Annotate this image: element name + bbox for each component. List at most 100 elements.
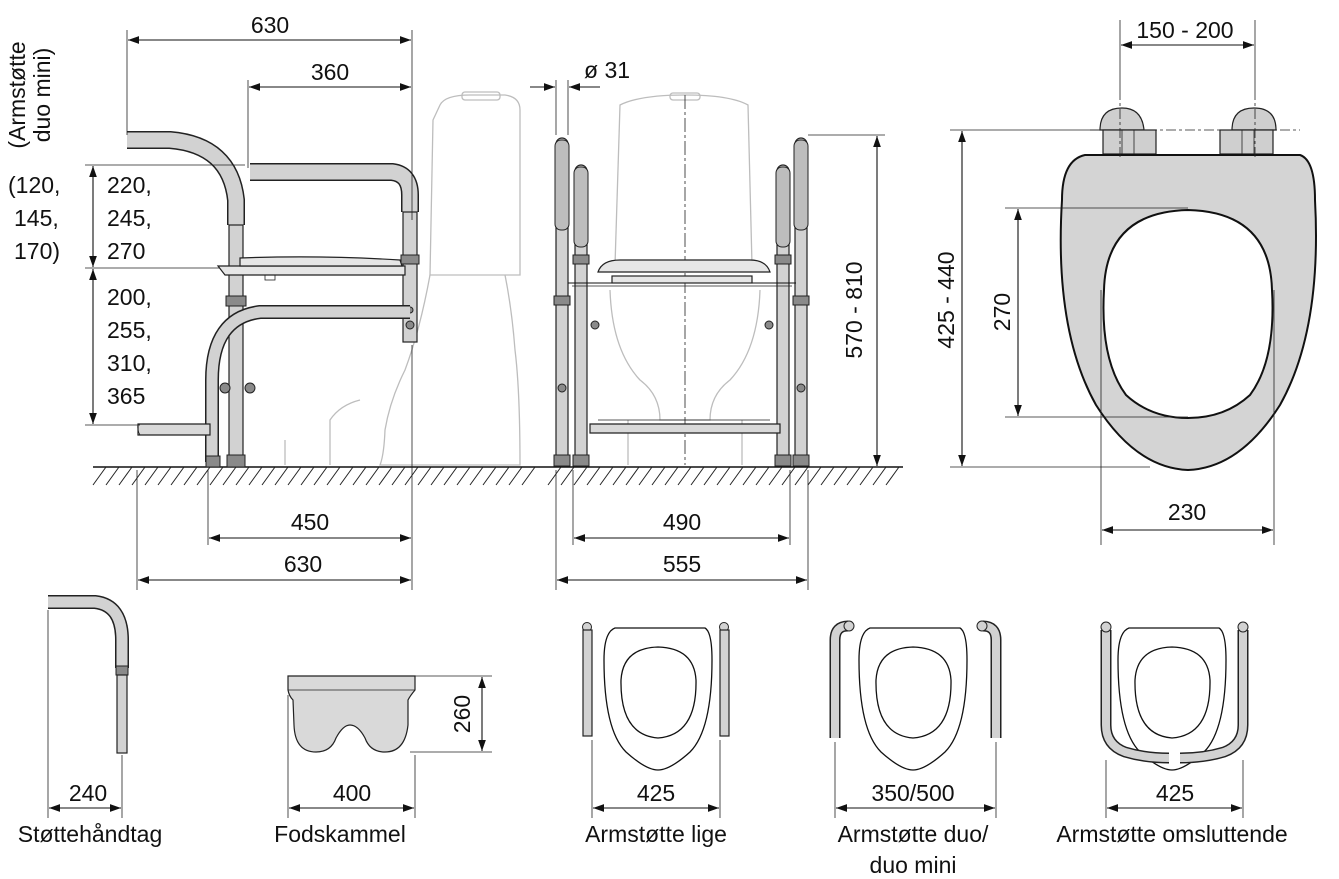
hatch-stroke	[365, 466, 380, 486]
seat-side	[216, 256, 406, 281]
hatch-stroke	[261, 466, 276, 486]
frame-bow-side	[205, 305, 410, 468]
dim-armrest-duo: 350/500	[871, 780, 954, 806]
dim-support-handle: 240	[69, 780, 107, 806]
front-right-posts	[764, 137, 810, 467]
hatch-stroke	[612, 466, 627, 486]
hatch-stroke	[417, 466, 432, 486]
hatch-stroke	[352, 466, 367, 486]
dim-note-line1: (Armstøtte	[4, 41, 30, 148]
armrest-height-mini-2: 145,	[14, 205, 59, 231]
hatch-stroke	[651, 466, 666, 486]
hatch-stroke	[469, 466, 484, 486]
hatch-stroke	[274, 466, 289, 486]
hatch-stroke	[573, 466, 588, 486]
hatch-stroke	[859, 466, 874, 486]
hatch-stroke	[118, 466, 133, 486]
seat-height-2: 255,	[107, 317, 152, 343]
hatch-stroke	[235, 466, 250, 486]
hatch-stroke	[807, 466, 822, 486]
accessory-support-handle	[47, 595, 129, 818]
front-left-posts	[553, 137, 600, 467]
hatch-stroke	[547, 466, 562, 486]
hatch-stroke	[105, 466, 120, 486]
hatch-stroke	[456, 466, 471, 486]
dim-side-total: 630	[284, 551, 322, 577]
dim-front-outer: 555	[663, 551, 701, 577]
hatch-stroke	[677, 466, 692, 486]
side-dimensions	[85, 30, 413, 590]
dim-armrest-straight: 425	[637, 780, 675, 806]
seat-height-1: 200,	[107, 284, 152, 310]
hatch-stroke	[183, 466, 198, 486]
armrest-height-mini-1: (120,	[8, 172, 60, 198]
hatch-stroke	[820, 466, 835, 486]
hatch-stroke	[768, 466, 783, 486]
seat-height-4: 365	[107, 383, 145, 409]
armrest-height-1: 220,	[107, 172, 152, 198]
dim-opening-width: 230	[1168, 499, 1206, 525]
caption-armrest-straight: Armstøtte lige	[585, 821, 727, 847]
hatch-stroke	[755, 466, 770, 486]
armrest-height-2: 245,	[107, 205, 152, 231]
hatch-stroke	[248, 466, 263, 486]
hatch-stroke	[560, 466, 575, 486]
hatch-stroke	[638, 466, 653, 486]
hatch-stroke	[742, 466, 757, 486]
hatch-stroke	[287, 466, 302, 486]
armrest-height-3: 270	[107, 238, 145, 264]
dim-hinge-spacing: 150 - 200	[1136, 17, 1233, 43]
hatch-stroke	[482, 466, 497, 486]
hatch-stroke	[378, 466, 393, 486]
hatch-stroke	[157, 466, 172, 486]
hatch-stroke	[586, 466, 601, 486]
hatch-stroke	[716, 466, 731, 486]
hatch-stroke	[625, 466, 640, 486]
hatch-stroke	[885, 466, 900, 486]
hatch-stroke	[339, 466, 354, 486]
hatch-stroke	[690, 466, 705, 486]
hatch-stroke	[872, 466, 887, 486]
caption-armrest-enclosing: Armstøtte omsluttende	[1056, 821, 1287, 847]
footstool-side	[137, 423, 211, 436]
hatch-stroke	[430, 466, 445, 486]
hatch-stroke	[521, 466, 536, 486]
hatch-stroke	[703, 466, 718, 486]
hatch-stroke	[599, 466, 614, 486]
seat-front	[568, 259, 796, 287]
dim-note-line2: duo mini)	[29, 48, 55, 143]
hatch-stroke	[313, 466, 328, 486]
accessory-armrest-duo	[829, 620, 1002, 818]
hatch-stroke	[391, 466, 406, 486]
hatch-stroke	[222, 466, 237, 486]
hatch-stroke	[833, 466, 848, 486]
caption-armrest-duo-line2: duo mini	[870, 852, 957, 878]
hatch-stroke	[209, 466, 224, 486]
dim-armrest-enclosing: 425	[1156, 780, 1194, 806]
hatch-stroke	[794, 466, 809, 486]
hatch-stroke	[300, 466, 315, 486]
accessory-armrest-enclosing	[1100, 621, 1249, 818]
ground-hatch-side	[92, 466, 536, 486]
footstool-front	[589, 423, 781, 434]
dim-seat-length: 425 - 440	[933, 251, 959, 348]
caption-footstool: Fodskammel	[274, 821, 406, 847]
hatch-stroke	[508, 466, 523, 486]
hatch-stroke	[404, 466, 419, 486]
dim-front-inner: 490	[663, 509, 701, 535]
hatch-stroke	[326, 466, 341, 486]
hatch-stroke	[846, 466, 861, 486]
hatch-stroke	[664, 466, 679, 486]
dim-opening-length: 270	[989, 293, 1015, 331]
armrest-height-mini-3: 170)	[14, 238, 60, 264]
hatch-stroke	[131, 466, 146, 486]
seat-height-3: 310,	[107, 350, 152, 376]
ground-hatch-front	[547, 466, 900, 486]
dim-tube-diameter: ø 31	[584, 57, 630, 83]
hatch-stroke	[92, 466, 107, 486]
side-view: 630 360 (Armstøtte duo mini) (120, 145, …	[4, 12, 548, 590]
hatch-stroke	[781, 466, 796, 486]
hatch-stroke	[729, 466, 744, 486]
support-handle-side	[127, 131, 247, 468]
